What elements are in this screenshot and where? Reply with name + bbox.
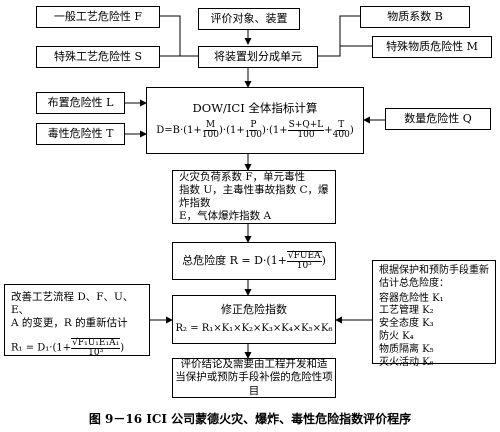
special-process-hazard-box: 特殊工艺危险性 S bbox=[36, 46, 160, 68]
process-improvement-box: 改善工艺流程 D、F、U、E、 A 的变更，R 的重新估计 R₁ = D₁·(1… bbox=[4, 284, 150, 359]
process-improvement-line-2: A 的变更，R 的重新估计 bbox=[11, 317, 128, 330]
corrected-hazard-box: 修正危险指数 R₂ = R₁×K₁×K₂×K₃×K₄×K₅×K₆ bbox=[172, 295, 336, 344]
quantity-hazard-box: 数量危险性 Q bbox=[385, 108, 491, 130]
general-process-hazard-label: 一般工艺危险性 F bbox=[53, 10, 143, 24]
protection-item-k5: 物质隔离 K₅ bbox=[379, 343, 434, 355]
evaluation-object-label: 评价对象、装置 bbox=[210, 12, 288, 26]
protection-item-k4: 防火 K₄ bbox=[379, 330, 414, 342]
fire-load-line-2: 指数 U，主毒性事故指数 C，爆炸指数 bbox=[179, 183, 329, 209]
corrected-hazard-title: 修正危险指数 bbox=[221, 303, 287, 317]
protection-measures-title: 根据保护和预防手段重新估计总危险度： bbox=[379, 265, 489, 289]
protection-item-k1: 容器危险性 K₁ bbox=[379, 292, 444, 304]
evaluation-conclusion-line-2: 当保护或预防手段补偿的危险性项目 bbox=[175, 371, 333, 397]
material-coefficient-label: 物质系数 B bbox=[387, 10, 443, 24]
protection-item-k2: 工艺管理 K₂ bbox=[379, 305, 434, 317]
evaluation-conclusion-line-1: 评价结论及需要由工程开发和适 bbox=[180, 358, 328, 371]
total-hazard-label: 总危险度 R = D· bbox=[182, 254, 267, 268]
protection-measures-box: 根据保护和预防手段重新估计总危险度： 容器危险性 K₁ 工艺管理 K₂ 安全态度… bbox=[372, 260, 496, 368]
layout-hazard-label: 布置危险性 L bbox=[47, 96, 114, 110]
fire-load-line-1: 火灾负荷系数 F，单元毒性 bbox=[179, 170, 306, 183]
general-process-hazard-box: 一般工艺危险性 F bbox=[36, 6, 160, 28]
fire-load-line-3: E，气体爆炸指数 A bbox=[179, 210, 272, 223]
evaluation-conclusion-box: 评价结论及需要由工程开发和适 当保护或预防手段补偿的危险性项目 bbox=[172, 358, 336, 398]
special-material-hazard-box: 特殊物质危险性 M bbox=[372, 36, 492, 58]
dow-ici-formula-prefix: D=B· bbox=[156, 125, 184, 137]
evaluation-object-box: 评价对象、装置 bbox=[198, 8, 300, 30]
split-units-label: 将装置划分成单元 bbox=[214, 50, 302, 64]
figure-caption: 图 9－16 ICI 公司蒙德火灾、爆炸、毒性危险指数评价程序 bbox=[88, 412, 412, 426]
protection-item-k3: 安全态度 K₃ bbox=[379, 318, 434, 330]
corrected-hazard-formula: R₂ = R₁×K₁×K₂×K₃×K₄×K₅×K₆ bbox=[175, 323, 333, 335]
toxic-hazard-label: 毒性危险性 T bbox=[47, 127, 114, 141]
toxic-hazard-box: 毒性危险性 T bbox=[36, 123, 125, 145]
material-coefficient-box: 物质系数 B bbox=[360, 6, 470, 28]
protection-item-k6: 灭火活动 K₆ bbox=[379, 356, 434, 368]
special-material-hazard-label: 特殊物质危险性 M bbox=[386, 40, 478, 54]
layout-hazard-box: 布置危险性 L bbox=[36, 92, 125, 114]
process-improvement-line-1: 改善工艺流程 D、F、U、E、 bbox=[11, 291, 134, 317]
quantity-hazard-label: 数量危险性 Q bbox=[404, 112, 472, 126]
split-units-box: 将装置划分成单元 bbox=[198, 46, 318, 68]
dow-ici-title: DOW/ICI 全体指标计算 bbox=[192, 100, 318, 115]
fire-load-box: 火灾负荷系数 F，单元毒性 指数 U，主毒性事故指数 C，爆炸指数 E，气体爆炸… bbox=[172, 170, 336, 224]
special-process-hazard-label: 特殊工艺危险性 S bbox=[53, 50, 143, 64]
